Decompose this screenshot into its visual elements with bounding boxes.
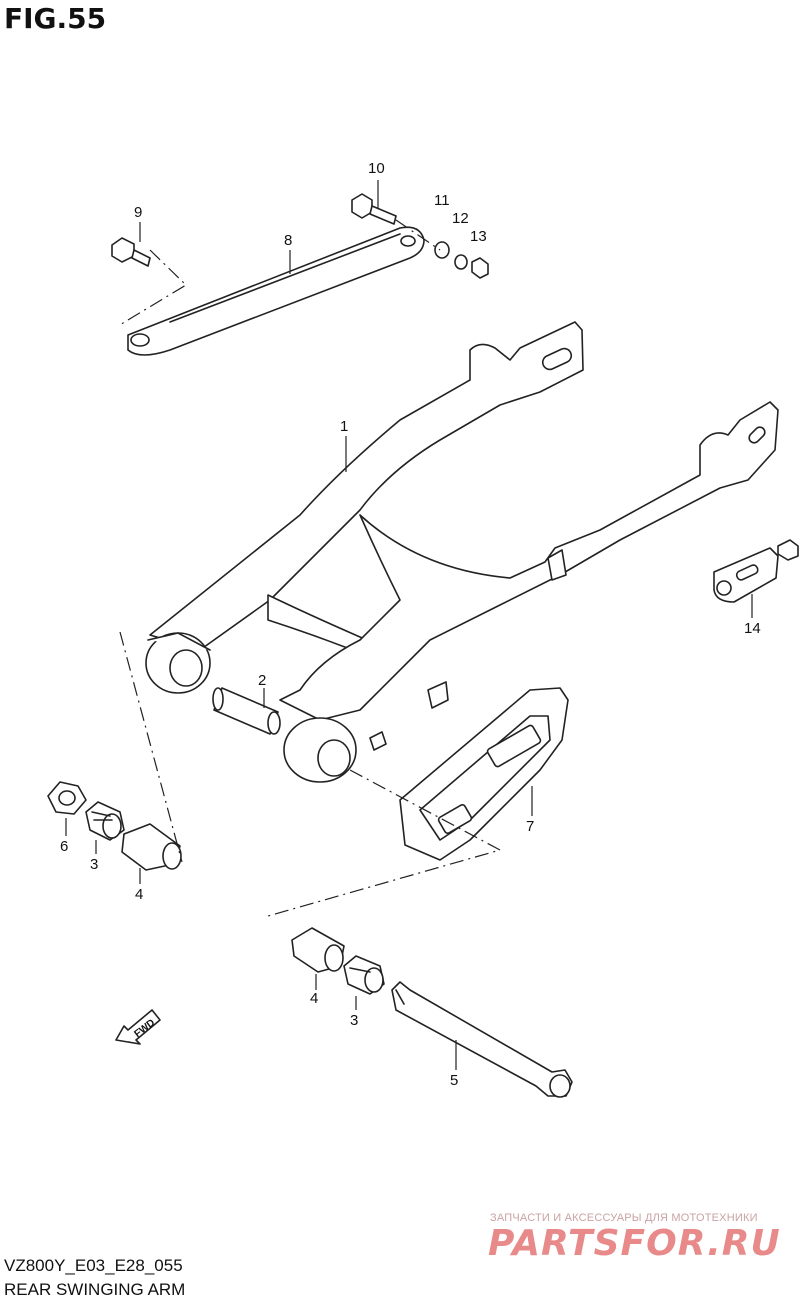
torque-link-part (127, 226, 425, 356)
nut-6-part (47, 781, 87, 815)
callout-10: 10 (368, 160, 385, 177)
bearing-3-right-part (343, 955, 385, 995)
nut-13-part (471, 257, 489, 279)
callout-9: 9 (134, 204, 143, 221)
bush-4-right-part (291, 927, 345, 973)
bush-4-left-part (121, 823, 182, 871)
callout-11: 11 (434, 192, 450, 209)
pivot-shaft-part (391, 981, 573, 1098)
assembly-line-left (119, 631, 183, 863)
callout-5: 5 (450, 1072, 459, 1089)
chain-adjuster-part (713, 539, 799, 603)
callout-4-left: 4 (135, 886, 144, 903)
callout-3-left: 3 (90, 856, 99, 873)
bearing-3-left-part (85, 801, 125, 841)
washer-11-part (434, 241, 450, 259)
bolt-10-part (351, 193, 397, 225)
callout-14: 14 (744, 620, 761, 637)
assembly-line-right (267, 769, 502, 917)
figure-title: FIG.55 (4, 2, 107, 35)
callout-4-right: 4 (310, 990, 319, 1007)
assembly-line-10 (395, 219, 441, 251)
diagram-title: REAR SWINGING ARM (4, 1280, 186, 1299)
chain-case-part (399, 687, 569, 861)
callout-3-right: 3 (350, 1012, 359, 1029)
spacer-2-part (212, 687, 281, 735)
swing-arm-part (145, 321, 779, 783)
washer-12-part (454, 254, 468, 270)
watermark-logo: PARTSFOR.RU (488, 1223, 781, 1264)
callout-2: 2 (258, 672, 267, 689)
watermark-tagline: ЗАПЧАСТИ И АКСЕССУАРЫ ДЛЯ МОТОТЕХНИКИ (490, 1212, 758, 1224)
callout-7: 7 (526, 818, 535, 835)
bolt-9-part (111, 237, 151, 267)
assembly-line-8 (117, 249, 187, 327)
callout-8: 8 (284, 232, 293, 249)
diagram-code: VZ800Y_E03_E28_055 (4, 1256, 183, 1275)
forward-arrow-icon (115, 1009, 161, 1045)
callout-1: 1 (340, 418, 349, 435)
callout-6: 6 (60, 838, 69, 855)
callout-13: 13 (470, 228, 487, 245)
callout-12: 12 (452, 210, 469, 227)
